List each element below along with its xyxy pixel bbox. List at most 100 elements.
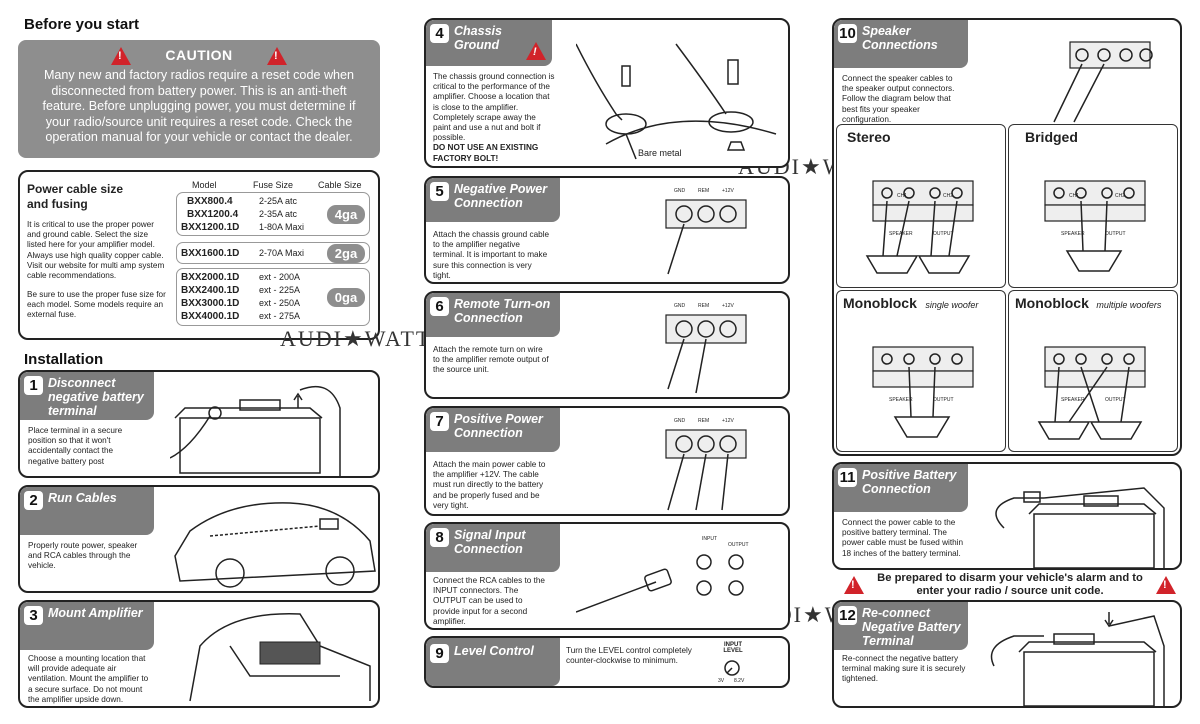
step-9-header: 9 Level Control bbox=[426, 638, 560, 686]
step-title: Signal Input Connection bbox=[454, 528, 526, 556]
step-number: 4 bbox=[430, 24, 449, 43]
label-speaker: SPEAKER bbox=[1061, 231, 1085, 237]
bridged-diagram bbox=[1044, 180, 1146, 272]
step-11-header: 11 Positive Battery Connection bbox=[834, 464, 968, 512]
trunk-illustration bbox=[189, 613, 371, 702]
model-cell: BXX3000.1D bbox=[181, 298, 240, 309]
step-6-header: 6 Remote Turn-on Connection bbox=[426, 293, 560, 337]
step-2-card: 2 Run Cables Properly route power, speak… bbox=[18, 485, 380, 593]
step-4-header: 4 Chassis Ground bbox=[426, 20, 552, 66]
step-text: Choose a mounting location that will pro… bbox=[28, 654, 149, 704]
label-speaker: SPEAKER bbox=[889, 231, 913, 237]
step-title: Positive Battery Connection bbox=[862, 468, 957, 496]
installation-title: Installation bbox=[24, 351, 104, 368]
header-cable: Cable Size bbox=[318, 180, 362, 190]
mono-single-diagram bbox=[872, 346, 974, 438]
step-2-header: 2 Run Cables bbox=[20, 487, 154, 535]
model-cell: BXX4000.1D bbox=[181, 311, 240, 322]
label-ch2: CH2 bbox=[1115, 193, 1126, 199]
cable-badge: 2ga bbox=[327, 244, 365, 263]
label-gnd: GND bbox=[674, 418, 686, 424]
fuse-cell: 2-35A atc bbox=[259, 209, 298, 219]
step-text: Attach the main power cable to the ampli… bbox=[433, 460, 546, 510]
label-gnd: GND bbox=[674, 188, 686, 194]
battery-illustration bbox=[170, 385, 341, 476]
fuse-cell: ext - 225A bbox=[259, 285, 301, 295]
step-number: 12 bbox=[838, 606, 857, 625]
mono-multi-panel: Monoblock multiple woofers SPEAKER OUTPU… bbox=[1008, 290, 1178, 452]
mono-single-panel: Monoblock single woofer SPEAKER OUTPUT bbox=[836, 290, 1006, 452]
car-illustration bbox=[174, 502, 376, 588]
step-text: Connect the speaker cables to the speake… bbox=[842, 74, 955, 124]
step-number: 5 bbox=[430, 182, 449, 201]
step-11-card: 11 Positive Battery Connection Connect t… bbox=[832, 462, 1182, 570]
caution-title: CAUTION bbox=[165, 47, 233, 63]
level-knob-icon bbox=[724, 660, 740, 676]
input-label: INPUT bbox=[702, 536, 717, 542]
step-text: Connect the power cable to the positive … bbox=[842, 518, 964, 558]
step-text: Connect the RCA cables to the INPUT conn… bbox=[433, 576, 545, 626]
label-output: OUTPUT bbox=[933, 397, 954, 403]
cable-badge: 4ga bbox=[327, 205, 365, 224]
power-cable-p1: It is critical to use the proper power a… bbox=[27, 220, 165, 281]
warning-icon bbox=[110, 47, 131, 66]
fuse-cell: ext - 250A bbox=[259, 298, 301, 308]
step-4-card: 4 Chassis Ground The chassis ground conn… bbox=[424, 18, 790, 168]
model-cell: BXX2000.1D bbox=[181, 272, 240, 283]
alarm-warning: Be prepared to disarm your vehicle's ala… bbox=[840, 572, 1180, 598]
step-title: Level Control bbox=[454, 644, 534, 658]
step-title: Mount Amplifier bbox=[48, 606, 143, 620]
cable-badge: 0ga bbox=[327, 288, 365, 307]
label-ch2: CH2 bbox=[943, 193, 954, 199]
terminal-block-ground bbox=[665, 199, 747, 275]
step-text: Place terminal in a secure position so t… bbox=[28, 426, 123, 466]
step-title: Chassis Ground bbox=[454, 24, 502, 52]
model-cell: BXX1600.1D bbox=[181, 248, 240, 259]
step-10-header: 10 Speaker Connections bbox=[834, 20, 968, 68]
battery-positive-illustration bbox=[995, 487, 1165, 568]
cable-group-4ga: BXX800.4 2-25A atc BXX1200.4 2-35A atc B… bbox=[176, 192, 370, 236]
step-number: 10 bbox=[838, 24, 857, 43]
step-number: 11 bbox=[838, 468, 857, 487]
step-5-card: 5 Negative Power Connection Attach the c… bbox=[424, 176, 790, 284]
label-gnd: GND bbox=[674, 303, 686, 309]
model-cell: BXX1200.4 bbox=[187, 209, 239, 220]
step-number: 3 bbox=[24, 606, 43, 625]
header-fuse: Fuse Size bbox=[253, 180, 294, 190]
stereo-panel: Stereo CH1 CH2 SPEAKER OUTPUT bbox=[836, 124, 1006, 288]
cable-group-2ga: BXX1600.1D 2-70A Maxi 2ga bbox=[176, 242, 370, 264]
bridged-panel: Bridged CH1 CH2 SPEAKER OUTPUT bbox=[1008, 124, 1178, 288]
step-title: Speaker Connections bbox=[862, 24, 938, 52]
output-label: OUTPUT bbox=[728, 542, 749, 548]
label-12v: +12V bbox=[722, 188, 734, 194]
step-title: Run Cables bbox=[48, 491, 117, 505]
fuse-cell: ext - 200A bbox=[259, 272, 301, 282]
step-3-header: 3 Mount Amplifier bbox=[20, 602, 154, 650]
battery-reconnect-illustration bbox=[990, 612, 1165, 706]
mode-title: Monoblock single woofer bbox=[843, 295, 979, 311]
speaker-terminal-illustration bbox=[1053, 41, 1153, 123]
before-title: Before you start bbox=[24, 16, 140, 33]
step-1-header: 1 Disconnect negative battery terminal bbox=[20, 372, 154, 420]
step-title: Positive Power Connection bbox=[454, 412, 543, 440]
step-number: 9 bbox=[430, 644, 449, 663]
step-9-card: 9 Level Control Turn the LEVEL control c… bbox=[424, 636, 790, 688]
label-12v: +12V bbox=[722, 418, 734, 424]
alarm-text: Be prepared to disarm your vehicle's ala… bbox=[877, 572, 1143, 597]
step-number: 2 bbox=[24, 491, 43, 510]
bare-metal-label: Bare metal bbox=[638, 148, 682, 158]
model-cell: BXX2400.1D bbox=[181, 285, 240, 296]
terminal-block-remote bbox=[665, 314, 747, 394]
knob-max: 8.2V bbox=[734, 678, 745, 684]
step-number: 1 bbox=[24, 376, 43, 395]
step-7-header: 7 Positive Power Connection bbox=[426, 408, 560, 452]
header-model: Model bbox=[192, 180, 217, 190]
step-warning-text: DO NOT USE AN EXISTING FACTORY BOLT! bbox=[433, 143, 539, 163]
label-rem: REM bbox=[698, 188, 710, 194]
step-3-card: 3 Mount Amplifier Choose a mounting loca… bbox=[18, 600, 380, 708]
mono-multi-diagram bbox=[1037, 346, 1146, 440]
label-12v: +12V bbox=[722, 303, 734, 309]
step-number: 7 bbox=[430, 412, 449, 431]
ground-illustration bbox=[576, 43, 777, 160]
knob-min: 3V bbox=[718, 678, 725, 684]
